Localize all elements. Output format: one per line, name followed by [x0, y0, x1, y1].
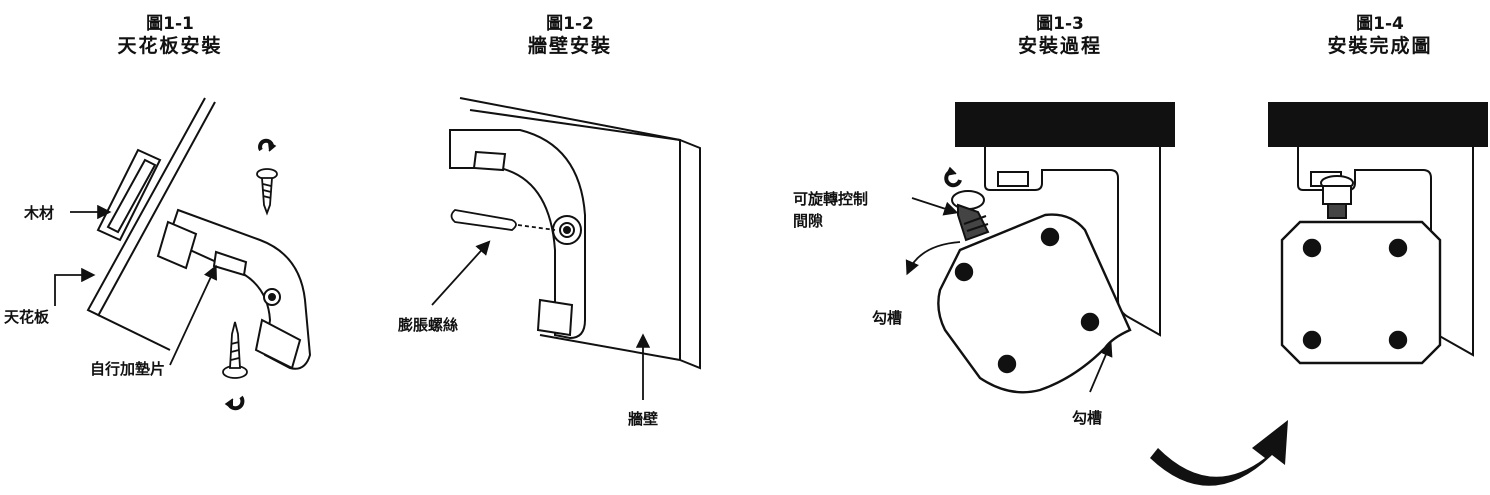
- panel-3-adjust-knob: [951, 190, 990, 242]
- wall-board-drawing: [459, 97, 701, 370]
- gap-label-line1: 可旋轉控制: [793, 190, 869, 208]
- curved-arrow-icon: [1150, 420, 1288, 486]
- panel-1-leader-lines: [54, 204, 217, 366]
- panel-4-ceiling-bar: [1268, 102, 1488, 147]
- ceiling-bracket-drawing: [156, 208, 312, 370]
- panel-1-name: 天花板安裝: [117, 35, 223, 58]
- wall-label: 牆壁: [628, 410, 659, 428]
- panel-4-title: 圖1-4 安裝完成圖: [1305, 14, 1455, 59]
- ceiling-board-drawing: [86, 97, 216, 351]
- panel-3-title: 圖1-3 安裝過程: [985, 14, 1135, 59]
- hook-slot-label: 勾槽: [872, 309, 903, 327]
- spacer-label: 自行加墊片: [90, 360, 166, 378]
- wood-block-drawing: [96, 148, 162, 242]
- panel-3-rail-bracket: [984, 147, 1161, 337]
- wall-bracket-drawing: [449, 129, 586, 340]
- wall-anchor-drawing: [450, 209, 556, 231]
- panel-1-title: 圖1-1 天花板安裝: [95, 14, 245, 59]
- panel-4-motor-head: [1280, 220, 1442, 365]
- panel-2-name: 牆壁安裝: [527, 35, 612, 58]
- rotate-arrow-icon: [944, 166, 962, 188]
- wood-label: 木材: [24, 204, 55, 222]
- hook-slot-bottom-label: 勾槽: [1072, 409, 1103, 427]
- panel-1-number: 圖1-1: [146, 14, 194, 34]
- panel-4-name: 安裝完成圖: [1327, 35, 1433, 58]
- panel-2-number: 圖1-2: [546, 14, 594, 34]
- gap-label-line2: 間隙: [793, 212, 824, 230]
- rotate-arrow-icon: [224, 395, 245, 411]
- ceiling-label: 天花板: [4, 308, 50, 326]
- anchor-label: 膨脹螺絲: [398, 316, 459, 334]
- panel-3-leader-lines: [905, 197, 1113, 393]
- panel-3-name: 安裝過程: [1017, 35, 1102, 58]
- panel-3-ceiling-bar: [955, 102, 1175, 147]
- panel-2-leader-lines: [431, 240, 651, 400]
- panel-4-adjust-knob: [1320, 175, 1354, 219]
- panel-3-motor-head: [937, 213, 1132, 394]
- panel-4-number: 圖1-4: [1356, 14, 1404, 34]
- rotate-arrow-icon: [258, 138, 277, 152]
- screw-icon: [222, 321, 248, 379]
- panel-3-number: 圖1-3: [1036, 14, 1084, 34]
- panel-2-title: 圖1-2 牆壁安裝: [495, 14, 645, 59]
- screw-icon: [256, 168, 278, 216]
